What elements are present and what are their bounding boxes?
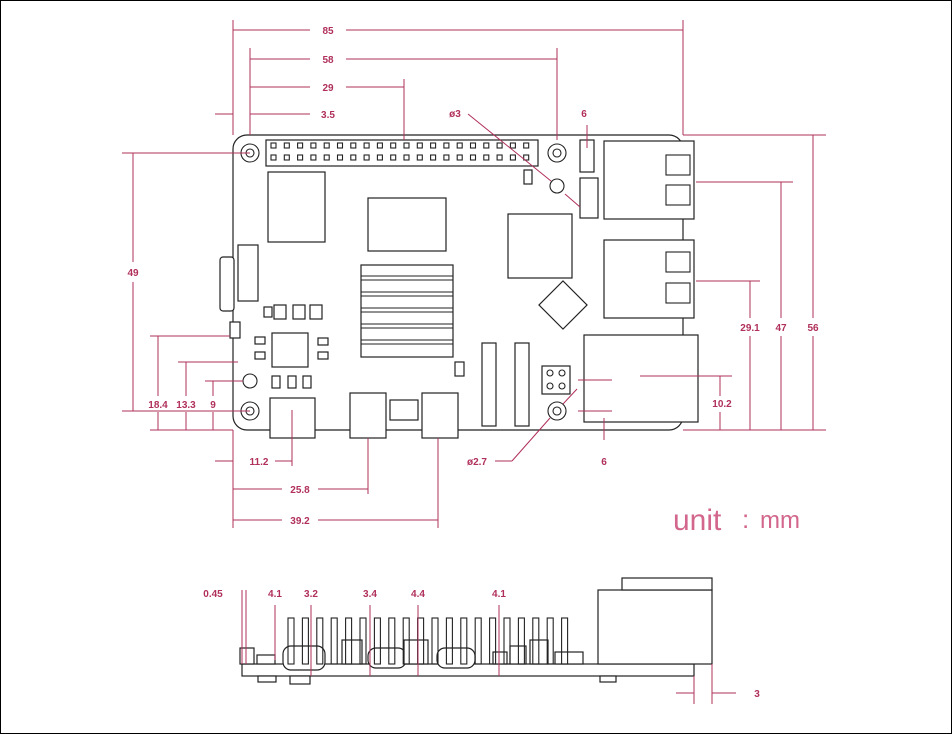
- dim-hole-3: ø3: [449, 109, 461, 120]
- side-hdmi-1: [436, 647, 476, 669]
- micro-hdmi-0: [349, 392, 387, 439]
- dim-hole-2-7: ø2.7: [467, 457, 487, 468]
- dim-side-3-4: 3.4: [363, 589, 377, 600]
- unit-prefix: unit: [673, 504, 722, 537]
- camera-connector: [514, 342, 530, 427]
- dim-6-bottom: 6: [601, 457, 607, 468]
- dim-side-4-4: 4.4: [411, 589, 425, 600]
- heatsink-fins: [361, 275, 453, 345]
- side-ethernet: [597, 589, 713, 665]
- side-dimensions: 0.45 4.1 3.2 3.4 4.4 4.1 3: [203, 589, 760, 704]
- side-view: [239, 577, 713, 685]
- diamond-chip: [538, 280, 588, 330]
- dim-side-4-1a: 4.1: [268, 589, 282, 600]
- poe-pins: [546, 369, 566, 390]
- fan-connector: [237, 244, 259, 302]
- bottom-dimensions: 11.2 25.8 39.2 ø2.7 6: [215, 379, 612, 528]
- poe-header: [541, 365, 571, 395]
- micro-hdmi-1: [421, 392, 459, 439]
- unit-label: unit : mm: [673, 504, 800, 537]
- soc-heatsink: [360, 264, 454, 358]
- left-dimensions: 49 18.4 13.3 9: [122, 152, 250, 431]
- dim-side-4-1b: 4.1: [492, 589, 506, 600]
- audio-chip: [389, 399, 419, 421]
- dim-29-1: 29.1: [740, 323, 760, 334]
- side-button: [229, 321, 241, 339]
- side-fan-connector: [239, 647, 255, 665]
- right-dimensions: 56 47 29.1 10.2: [640, 134, 826, 431]
- dim-10-2: 10.2: [712, 399, 732, 410]
- side-usb-top: [621, 577, 713, 591]
- sd-card-slot: [219, 256, 235, 312]
- gpio-pins: [270, 142, 530, 161]
- usb-port-top: [603, 140, 695, 220]
- small-components: [254, 139, 599, 389]
- dim-9: 9: [210, 400, 216, 411]
- display-connector: [481, 342, 497, 427]
- dim-side-3: 3: [754, 689, 760, 700]
- ethernet-chip: [507, 213, 573, 279]
- dim-39-2: 39.2: [290, 516, 310, 527]
- dim-3-5: 3.5: [321, 110, 335, 121]
- top-view-board: [219, 134, 699, 439]
- dim-side-3-2: 3.2: [304, 589, 318, 600]
- side-heatsink-fins: [287, 617, 569, 665]
- io-chip: [367, 197, 447, 252]
- dim-6-top: 6: [581, 109, 587, 120]
- dim-29: 29: [322, 83, 334, 94]
- dim-11-2: 11.2: [250, 457, 269, 468]
- side-usbc: [282, 645, 326, 671]
- dim-49: 49: [127, 268, 139, 279]
- dim-13-3: 13.3: [176, 400, 196, 411]
- dim-25-8: 25.8: [290, 485, 310, 496]
- dim-56: 56: [807, 323, 819, 334]
- side-hdmi-0: [367, 647, 407, 669]
- dim-58: 58: [322, 55, 334, 66]
- unit-colon: :: [742, 504, 749, 534]
- top-dimensions: 85 58 29 3.5 ø3 6: [215, 20, 684, 208]
- usb-slots: [665, 154, 691, 304]
- ethernet-port: [583, 334, 699, 423]
- unit-value: mm: [760, 507, 800, 534]
- pmic-chip: [271, 332, 309, 368]
- usb-port-middle: [603, 239, 695, 319]
- dim-0-45: 0.45: [203, 589, 223, 600]
- ram-chip: [267, 171, 326, 243]
- dim-18-4: 18.4: [148, 400, 168, 411]
- dim-85: 85: [322, 26, 334, 37]
- dim-47: 47: [775, 323, 787, 334]
